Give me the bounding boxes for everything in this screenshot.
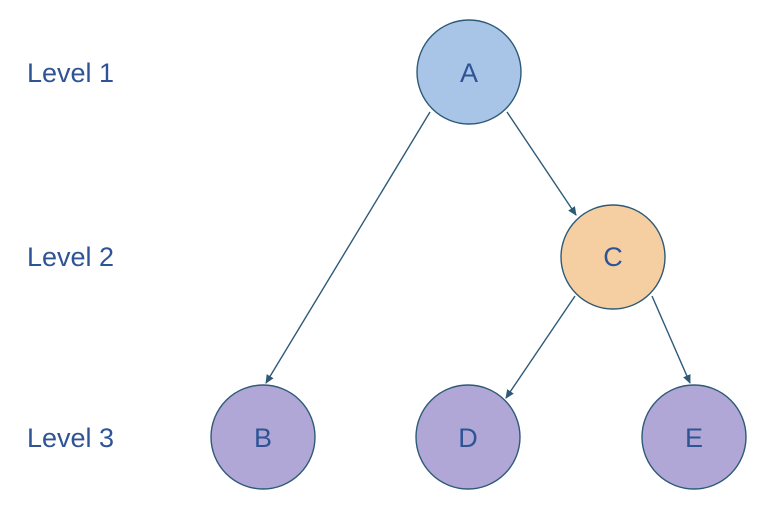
edge-a-b <box>265 111 431 384</box>
node-c: C <box>560 204 666 310</box>
node-a-circle <box>416 19 522 125</box>
edge-a-c <box>506 111 577 216</box>
node-a: A <box>416 19 522 125</box>
edges <box>265 111 691 399</box>
level-1-label: Level 1 <box>27 58 114 88</box>
node-d-label: D <box>458 423 478 453</box>
node-b-circle <box>210 384 316 490</box>
node-d-circle <box>415 384 521 490</box>
node-b-label: B <box>254 423 272 453</box>
edge-c-d <box>505 295 576 399</box>
level-2-label: Level 2 <box>27 242 114 272</box>
level-3-label: Level 3 <box>27 423 114 453</box>
node-c-circle <box>560 204 666 310</box>
node-e: E <box>641 384 747 490</box>
node-e-circle <box>641 384 747 490</box>
node-e-label: E <box>685 423 703 453</box>
node-d: D <box>415 384 521 490</box>
node-a-label: A <box>460 58 478 88</box>
node-b: B <box>210 384 316 490</box>
edge-c-e <box>651 295 691 384</box>
node-c-label: C <box>603 242 623 272</box>
